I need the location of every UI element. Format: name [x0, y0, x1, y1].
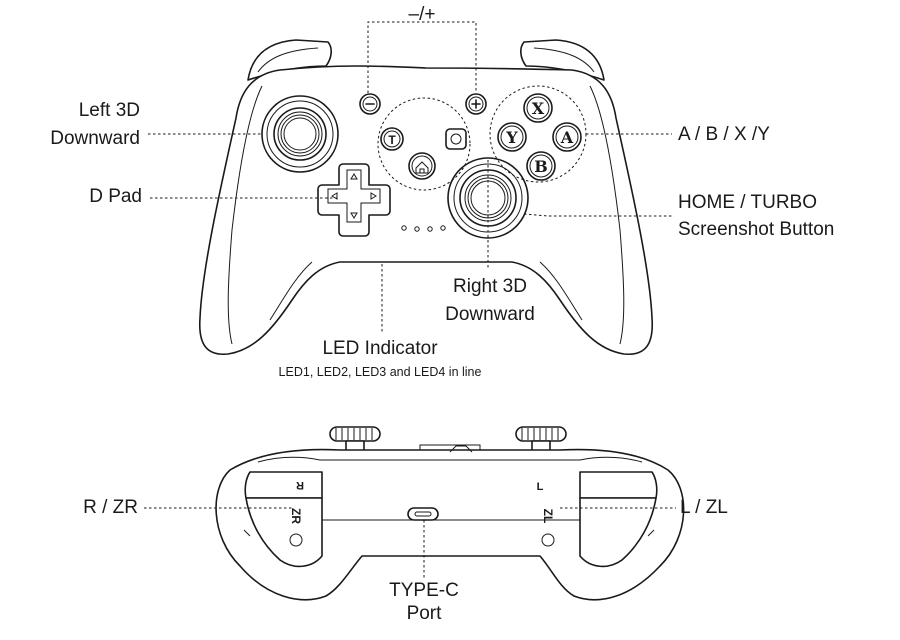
label-d-pad: D Pad: [89, 186, 142, 207]
home-icon: [415, 161, 429, 174]
label-typec-line1: TYPE-C: [389, 580, 459, 601]
b-button-glyph: B: [534, 157, 548, 176]
turbo-button: T: [380, 127, 404, 151]
minus-button: [359, 93, 381, 115]
y-button: Y: [497, 122, 527, 152]
x-button-glyph: X: [532, 99, 545, 118]
typec-port: [407, 507, 439, 521]
turbo-button-glyph: T: [388, 133, 396, 147]
label-right-3d-line2: Downward: [445, 304, 535, 325]
r-bumper: R: [244, 471, 323, 499]
screenshot-button: [445, 128, 467, 150]
screenshot-icon: [450, 133, 462, 145]
b-button: B: [526, 151, 556, 181]
y-button-glyph: Y: [505, 128, 518, 147]
dpad-up-arrow-icon: [350, 173, 358, 180]
plus-button: [465, 93, 487, 115]
label-left-3d-line2: Downward: [50, 128, 140, 149]
controller-body-top: [215, 448, 685, 601]
right-analog-stick: [447, 157, 529, 239]
l-bumper-glyph: L: [537, 481, 544, 493]
zr-trigger: ZR: [245, 497, 323, 568]
d-pad: [317, 163, 391, 237]
label-minus-plus: –/+: [408, 4, 436, 25]
left-stick-top: [329, 426, 381, 452]
controller-top-view: R ZR L ZL: [215, 426, 685, 601]
label-led-sub: LED1, LED2, LED3 and LED4 in line: [278, 365, 482, 379]
left-analog-stick: [261, 95, 339, 173]
label-r-zr: R / ZR: [83, 497, 138, 518]
leader-lines-top: [144, 507, 676, 580]
x-button: X: [523, 93, 553, 123]
a-button: A: [552, 122, 582, 152]
label-abxy: A / B / X /Y: [678, 124, 770, 145]
label-home-turbo-line2: Screenshot Button: [678, 219, 835, 240]
right-stick-top: [515, 426, 567, 452]
led-indicator: [401, 225, 446, 232]
label-led-title: LED Indicator: [322, 338, 438, 359]
home-button: [408, 152, 436, 180]
controller-front-view: T X Y: [199, 39, 653, 355]
label-l-zl: L / ZL: [680, 497, 728, 518]
zl-trigger: ZL: [541, 497, 657, 568]
zl-trigger-glyph: ZL: [541, 509, 555, 524]
a-button-glyph: A: [560, 128, 574, 147]
label-home-turbo-line1: HOME / TURBO: [678, 192, 817, 213]
dpad-down-arrow-icon: [350, 212, 358, 219]
dpad-right-arrow-icon: [370, 192, 377, 200]
label-right-3d-line1: Right 3D: [453, 276, 527, 297]
dpad-left-arrow-icon: [331, 192, 338, 200]
zr-trigger-glyph: ZR: [289, 508, 303, 524]
label-left-3d-line1: Left 3D: [78, 100, 140, 121]
label-typec-line2: Port: [406, 603, 442, 624]
r-bumper-glyph: R: [296, 479, 304, 491]
leader-lines-front: [148, 21, 672, 332]
